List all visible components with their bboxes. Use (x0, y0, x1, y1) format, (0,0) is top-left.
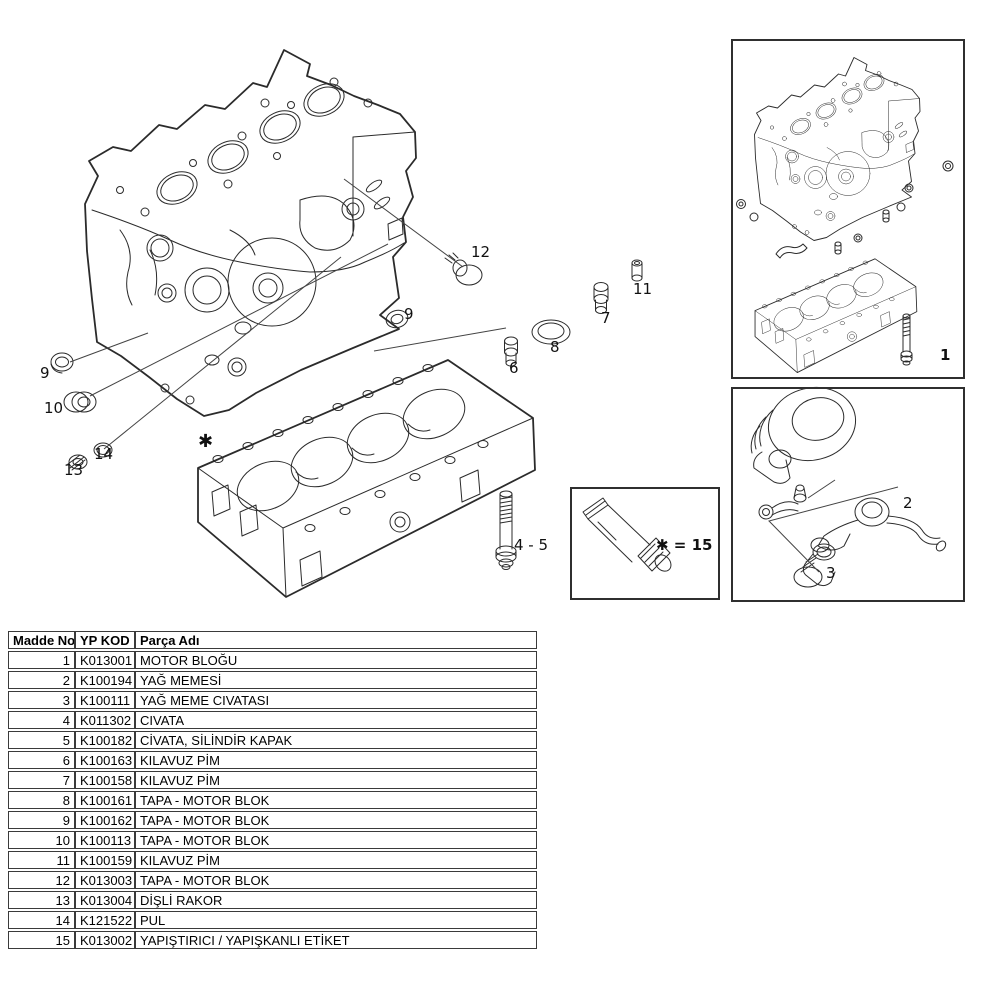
parca-adi-cell: KILAVUZ PİM (135, 771, 537, 789)
callout-14: 14 (94, 445, 114, 463)
callout-9-right: 9 (404, 305, 414, 323)
callout-12: 12 (471, 243, 491, 261)
callout-13: 13 (64, 461, 84, 479)
madde-no-cell: 11 (8, 851, 75, 869)
yp-kod-cell: K011302 (75, 711, 135, 729)
parts-table-body: 1 K013001 MOTOR BLOĞU 2 K100194 YAĞ MEME… (8, 651, 537, 949)
parca-adi-cell: TAPA - MOTOR BLOK (135, 871, 537, 889)
inset2-label-3: 3 (826, 564, 836, 582)
madde-no-cell: 13 (8, 891, 75, 909)
madde-no-cell: 2 (8, 671, 75, 689)
yp-kod-cell: K100182 (75, 731, 135, 749)
madde-no-cell: 15 (8, 931, 75, 949)
header-madde-no: Madde No (8, 631, 75, 649)
parca-adi-cell: DİŞLİ RAKOR (135, 891, 537, 909)
yp-kod-cell: K100194 (75, 671, 135, 689)
table-row: 3 K100111 YAĞ MEME CIVATASI (8, 691, 537, 709)
madde-no-cell: 8 (8, 791, 75, 809)
inset1-label: 1 (940, 346, 951, 364)
head-bolt-drawing (495, 490, 517, 570)
table-row: 1 K013001 MOTOR BLOĞU (8, 651, 537, 669)
yp-kod-cell: K013002 (75, 931, 135, 949)
yp-kod-cell: K100161 (75, 791, 135, 809)
parca-adi-cell: PUL (135, 911, 537, 929)
yp-kod-cell: K013003 (75, 871, 135, 889)
callout-4-5: 4 - 5 (514, 536, 549, 554)
parca-adi-cell: CİVATA, SİLİNDİR KAPAK (135, 731, 537, 749)
madde-no-cell: 5 (8, 731, 75, 749)
parts-table: Madde No YP KOD Parça Adı 1 K013001 MOTO… (8, 629, 537, 951)
yp-kod-cell: K100162 (75, 811, 135, 829)
table-row: 5 K100182 CİVATA, SİLİNDİR KAPAK (8, 731, 537, 749)
parca-adi-cell: YAPIŞTIRICI / YAPIŞKANLI ETİKET (135, 931, 537, 949)
inset-adhesive-box (570, 487, 720, 600)
yp-kod-cell: K100113 (75, 831, 135, 849)
yp-kod-cell: K100111 (75, 691, 135, 709)
parca-adi-cell: KILAVUZ PİM (135, 751, 537, 769)
header-parca-adi: Parça Adı (135, 631, 537, 649)
bedplate-drawing (197, 359, 536, 598)
inset2-label-2: 2 (903, 494, 913, 512)
exploded-diagram-svg (50, 49, 954, 598)
table-row: 12 K013003 TAPA - MOTOR BLOK (8, 871, 537, 889)
madde-no-cell: 12 (8, 871, 75, 889)
table-row: 4 K011302 CIVATA (8, 711, 537, 729)
madde-no-cell: 3 (8, 691, 75, 709)
inset2-drawings (750, 386, 947, 588)
inset3-adhesive-tube-drawing (582, 497, 672, 572)
table-row: 11 K100159 KILAVUZ PİM (8, 851, 537, 869)
table-row: 15 K013002 YAPIŞTIRICI / YAPIŞKANLI ETİK… (8, 931, 537, 949)
header-yp-kod: YP KOD (75, 631, 135, 649)
inset-assembled-block-box (731, 39, 965, 379)
table-row: 7 K100158 KILAVUZ PİM (8, 771, 537, 789)
parca-adi-cell: TAPA - MOTOR BLOK (135, 811, 537, 829)
yp-kod-cell: K100159 (75, 851, 135, 869)
small-parts-drawings (50, 252, 643, 570)
table-row: 13 K013004 DİŞLİ RAKOR (8, 891, 537, 909)
asterisk-marker: ✱ (198, 431, 214, 452)
parca-adi-cell: TAPA - MOTOR BLOK (135, 831, 537, 849)
inset3-legend: ✱ = 15 (656, 536, 713, 554)
parts-table-header-row: Madde No YP KOD Parça Adı (8, 631, 537, 649)
parca-adi-cell: KILAVUZ PİM (135, 851, 537, 869)
callout-11: 11 (633, 280, 653, 298)
callout-leader-lines (69, 178, 507, 450)
table-row: 10 K100113 TAPA - MOTOR BLOK (8, 831, 537, 849)
madde-no-cell: 4 (8, 711, 75, 729)
table-row: 8 K100161 TAPA - MOTOR BLOK (8, 791, 537, 809)
callout-8: 8 (550, 338, 560, 356)
yp-kod-cell: K100158 (75, 771, 135, 789)
madde-no-cell: 6 (8, 751, 75, 769)
inset-oil-jets-box (731, 387, 965, 602)
yp-kod-cell: K013001 (75, 651, 135, 669)
callout-10: 10 (44, 399, 64, 417)
callout-6: 6 (509, 359, 519, 377)
table-row: 6 K100163 KILAVUZ PİM (8, 751, 537, 769)
parca-adi-cell: CIVATA (135, 711, 537, 729)
engine-block-drawing (84, 49, 417, 417)
table-row: 14 K121522 PUL (8, 911, 537, 929)
madde-no-cell: 10 (8, 831, 75, 849)
parca-adi-cell: TAPA - MOTOR BLOK (135, 791, 537, 809)
parca-adi-cell: MOTOR BLOĞU (135, 651, 537, 669)
parca-adi-cell: YAĞ MEME CIVATASI (135, 691, 537, 709)
madde-no-cell: 9 (8, 811, 75, 829)
callout-7: 7 (601, 309, 611, 327)
callout-9-left: 9 (40, 364, 50, 382)
madde-no-cell: 7 (8, 771, 75, 789)
yp-kod-cell: K100163 (75, 751, 135, 769)
madde-no-cell: 1 (8, 651, 75, 669)
table-row: 9 K100162 TAPA - MOTOR BLOK (8, 811, 537, 829)
table-row: 2 K100194 YAĞ MEMESİ (8, 671, 537, 689)
madde-no-cell: 14 (8, 911, 75, 929)
yp-kod-cell: K013004 (75, 891, 135, 909)
inset1-small-parts (736, 160, 954, 366)
parca-adi-cell: YAĞ MEMESİ (135, 671, 537, 689)
yp-kod-cell: K121522 (75, 911, 135, 929)
